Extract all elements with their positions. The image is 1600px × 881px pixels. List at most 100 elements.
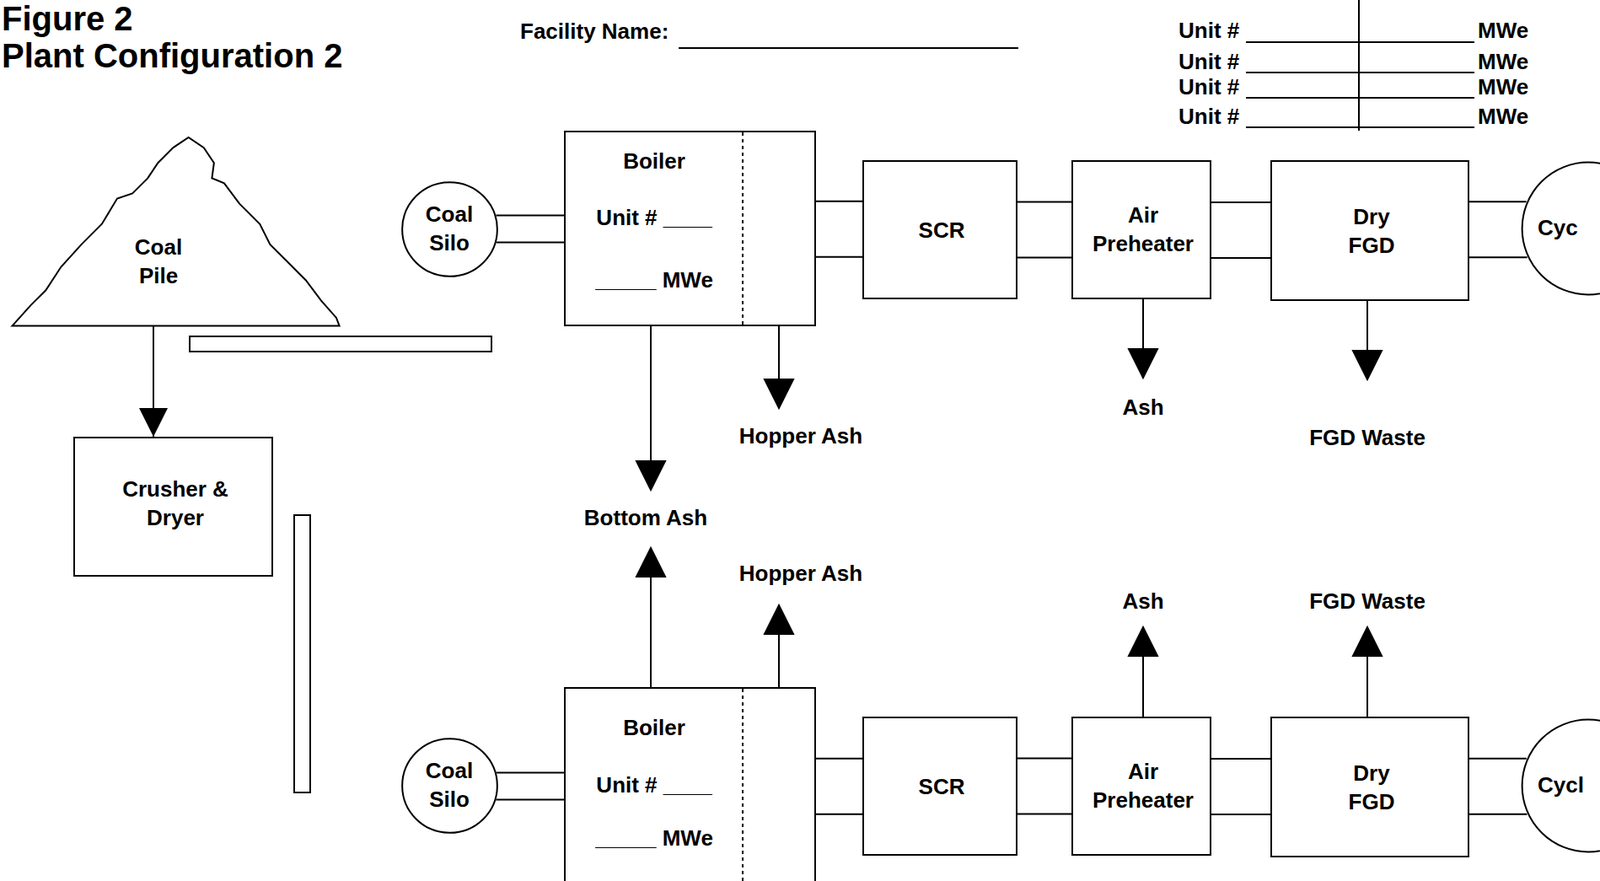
flow-arrow	[152, 326, 155, 437]
box-label: Dry FGD	[1337, 759, 1406, 817]
cyclone-label: Cycl	[1537, 771, 1584, 800]
duct-connector	[1211, 202, 1271, 258]
table-underline	[1245, 96, 1475, 99]
pile-label: Coal Pile	[124, 233, 193, 291]
cyclone-circle: Cyc	[1520, 161, 1600, 296]
unit-label: MWe	[1477, 102, 1529, 132]
process-box: Crusher & Dryer	[73, 436, 274, 577]
figure-number: Figure 2	[1, 0, 134, 38]
box-label: Crusher & Dryer	[116, 475, 235, 533]
form-lines	[678, 0, 1475, 131]
text-holder: Coal Silo	[418, 757, 480, 815]
text-holder: Boiler	[622, 147, 686, 177]
text-holder: Unit # ____	[595, 771, 712, 800]
text-holder: SCR	[918, 216, 966, 246]
text-holder: Cyc	[1537, 214, 1579, 243]
conveyor-belt	[294, 515, 311, 793]
text-holder: Coal Pile	[124, 233, 193, 291]
label-holder: Plant Configuration 2	[1, 37, 343, 75]
arrow-head	[1353, 350, 1382, 380]
output-label: FGD Waste	[1309, 587, 1426, 617]
process-box: Air Preheater	[1071, 716, 1212, 856]
arrow-shaft	[1366, 655, 1369, 717]
label-holder: Ash	[1122, 587, 1164, 617]
arrow-shaft	[778, 633, 780, 688]
arrow-shaft	[1142, 299, 1144, 350]
unit-field: Unit # ____	[595, 771, 712, 800]
capacity-field: _____ MWe	[595, 824, 714, 854]
label-holder: Unit #	[1178, 48, 1240, 77]
figure-title: Plant Configuration 2	[1, 37, 343, 75]
unit-label: MWe	[1477, 73, 1529, 103]
table-label: Unit #	[1178, 73, 1240, 103]
duct-connector	[496, 773, 564, 800]
circle-outline	[401, 737, 499, 834]
boiler-heading: Boiler	[622, 147, 686, 177]
dashed-divider	[741, 688, 744, 881]
label-holder: Figure 2	[1, 0, 134, 38]
circle-outline	[402, 182, 498, 277]
cyclone-label: Cyc	[1537, 214, 1579, 243]
label-holder: Hopper Ash	[739, 422, 863, 452]
silo-label: Coal Silo	[418, 200, 480, 258]
conveyors	[189, 336, 492, 793]
duct-connector	[816, 201, 863, 258]
boiler-box: BoilerUnit # ____ _____ MWe	[563, 687, 817, 881]
coal-pile: Coal Pile	[10, 132, 342, 328]
label-holder: Ash	[1122, 393, 1164, 423]
duct-connector	[1469, 758, 1527, 815]
unit-field: Unit # ____	[595, 204, 712, 233]
output-label: Ash	[1122, 587, 1164, 617]
output-label: Ash	[1122, 393, 1164, 423]
label-holder: Unit #	[1178, 73, 1240, 103]
circle-outline	[1522, 162, 1600, 296]
text-holder: _____ MWe	[595, 266, 714, 296]
text-holder: Dry FGD	[1337, 759, 1406, 817]
dashed-divider	[741, 132, 744, 325]
arrow-head	[636, 461, 666, 490]
arrow-shaft	[1142, 655, 1144, 717]
label-holder: FGD Waste	[1309, 424, 1426, 453]
boiler-box: BoilerUnit # ____ _____ MWe	[563, 130, 817, 327]
text-holder: Coal Silo	[418, 200, 480, 258]
text-holder: Boiler	[622, 714, 686, 743]
silo-circle: Coal Silo	[401, 181, 499, 278]
boiler-heading: Boiler	[622, 714, 686, 743]
duct-connector	[496, 215, 564, 243]
arrow-shaft	[649, 575, 652, 688]
table-underline	[1245, 71, 1475, 74]
process-box: SCR	[862, 160, 1018, 300]
silo-circle: Coal Silo	[401, 737, 499, 834]
circle-outline	[401, 181, 499, 278]
duct-connector	[816, 758, 863, 815]
label-holder: Unit #	[1178, 102, 1240, 132]
cyclone-circle: Cycl	[1520, 718, 1600, 854]
box-label: Dry FGD	[1337, 203, 1406, 261]
pile-outline	[10, 132, 342, 328]
label-holder: MWe	[1477, 48, 1529, 77]
label-holder: MWe	[1477, 16, 1529, 46]
text-holder: Unit # ____	[595, 204, 712, 233]
label-holder: Unit #	[1178, 16, 1240, 46]
table-label: Unit #	[1178, 102, 1240, 132]
table-divider	[1358, 0, 1360, 131]
arrow-shaft	[649, 326, 652, 462]
conveyor-belt	[189, 336, 492, 352]
table-label: Unit #	[1178, 16, 1240, 46]
label-holder: Facility Name:	[520, 17, 669, 47]
arrow-head	[636, 547, 666, 577]
label-holder: FGD Waste	[1309, 587, 1426, 617]
boiler-dividers	[741, 132, 744, 881]
table-underline	[1245, 41, 1475, 43]
arrow-shaft	[1366, 300, 1369, 352]
arrow-head	[1128, 627, 1158, 656]
text-holder: Crusher & Dryer	[116, 475, 235, 533]
text-holder: SCR	[918, 773, 966, 802]
label-holder: Hopper Ash	[739, 559, 863, 589]
output-label: FGD Waste	[1309, 424, 1426, 453]
output-label: Hopper Ash	[739, 422, 863, 452]
process-box: SCR	[862, 716, 1018, 856]
label-holder: MWe	[1477, 73, 1529, 103]
duct-connector	[1469, 201, 1528, 258]
